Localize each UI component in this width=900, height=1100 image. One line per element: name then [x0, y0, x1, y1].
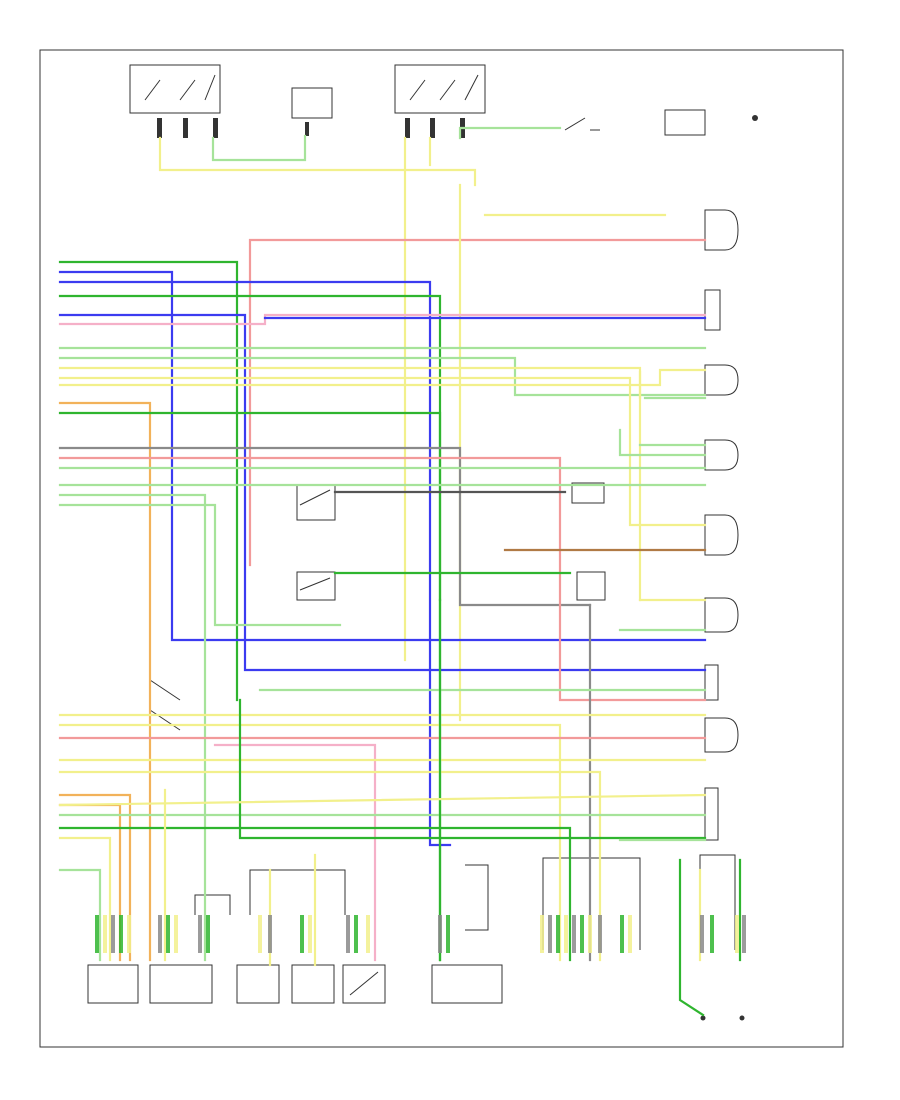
wire-harness — [58, 126, 742, 1017]
wire-blue-10 — [58, 270, 707, 642]
main-relay-left — [129, 64, 221, 138]
wire-orange-40 — [58, 793, 132, 962]
bottom-components — [87, 854, 745, 1021]
pin-stub — [735, 915, 739, 953]
pin-stub — [166, 915, 170, 953]
wire-yellow-35 — [58, 723, 562, 962]
pin-stub — [742, 915, 746, 953]
wire-green-43 — [58, 826, 572, 962]
pin-stub — [438, 915, 442, 953]
diagram-frame — [39, 49, 844, 1048]
pin-stub — [572, 915, 576, 953]
main-relay-right — [394, 64, 486, 138]
pin-stub — [258, 915, 262, 953]
wire-green-45 — [238, 698, 707, 840]
wire-red-7 — [248, 238, 707, 567]
pin-stub — [710, 915, 714, 953]
pin-stub — [598, 915, 602, 953]
wire-yellow-44 — [58, 836, 112, 962]
pin-stub — [354, 915, 358, 953]
right-connectors — [704, 209, 739, 841]
wire-red-24 — [58, 456, 707, 702]
wire-yellow-20 — [58, 368, 707, 387]
pin-stub — [540, 915, 544, 953]
pin-stub — [95, 915, 99, 953]
pin-stub — [564, 915, 568, 953]
pin-stub — [556, 915, 560, 953]
wire-light_green-28 — [58, 503, 342, 627]
wire-green-50 — [678, 858, 705, 1017]
pin-stub — [111, 915, 115, 953]
pin-stub — [174, 915, 178, 953]
pin-stub — [198, 915, 202, 953]
wire-pink-14 — [58, 313, 707, 326]
wire-light_green-47 — [58, 868, 102, 962]
pin-stub — [628, 915, 632, 953]
wire-green-9 — [58, 260, 239, 702]
wire-yellow-19 — [58, 376, 707, 527]
wire-gray-23 — [58, 446, 592, 607]
pin-stub — [446, 915, 450, 953]
pin-stub — [206, 915, 210, 953]
connector-pin-stubs — [95, 915, 746, 953]
wire-green-22 — [58, 411, 442, 602]
wire-blue-13 — [58, 313, 707, 672]
pin-stub — [548, 915, 552, 953]
center-components — [149, 482, 606, 931]
wire-light_green-56 — [618, 428, 707, 457]
wire-yellow-1 — [158, 136, 477, 187]
wire-light_green-2 — [211, 134, 307, 162]
pin-stub — [366, 915, 370, 953]
wire-yellow-48 — [58, 793, 707, 807]
pin-stub — [158, 915, 162, 953]
pin-stub — [268, 915, 272, 953]
wire-light_green-3 — [458, 126, 562, 140]
pin-stub — [127, 915, 131, 953]
pin-stub — [588, 915, 592, 953]
wire-light_green-27 — [58, 493, 207, 962]
sensor-box-top — [291, 87, 333, 136]
pin-stub — [300, 915, 304, 953]
wire-light_green-17 — [58, 356, 707, 397]
pin-stub — [620, 915, 624, 953]
switch-top-right — [564, 109, 758, 136]
wire-yellow-18 — [58, 366, 642, 602]
pin-stub — [119, 915, 123, 953]
pin-stub — [103, 915, 107, 953]
pin-stub — [580, 915, 584, 953]
pin-stub — [308, 915, 312, 953]
wire-pink-37 — [213, 743, 377, 962]
wire-orange-21 — [58, 401, 152, 962]
pin-stub — [346, 915, 350, 953]
pin-stub — [700, 915, 704, 953]
